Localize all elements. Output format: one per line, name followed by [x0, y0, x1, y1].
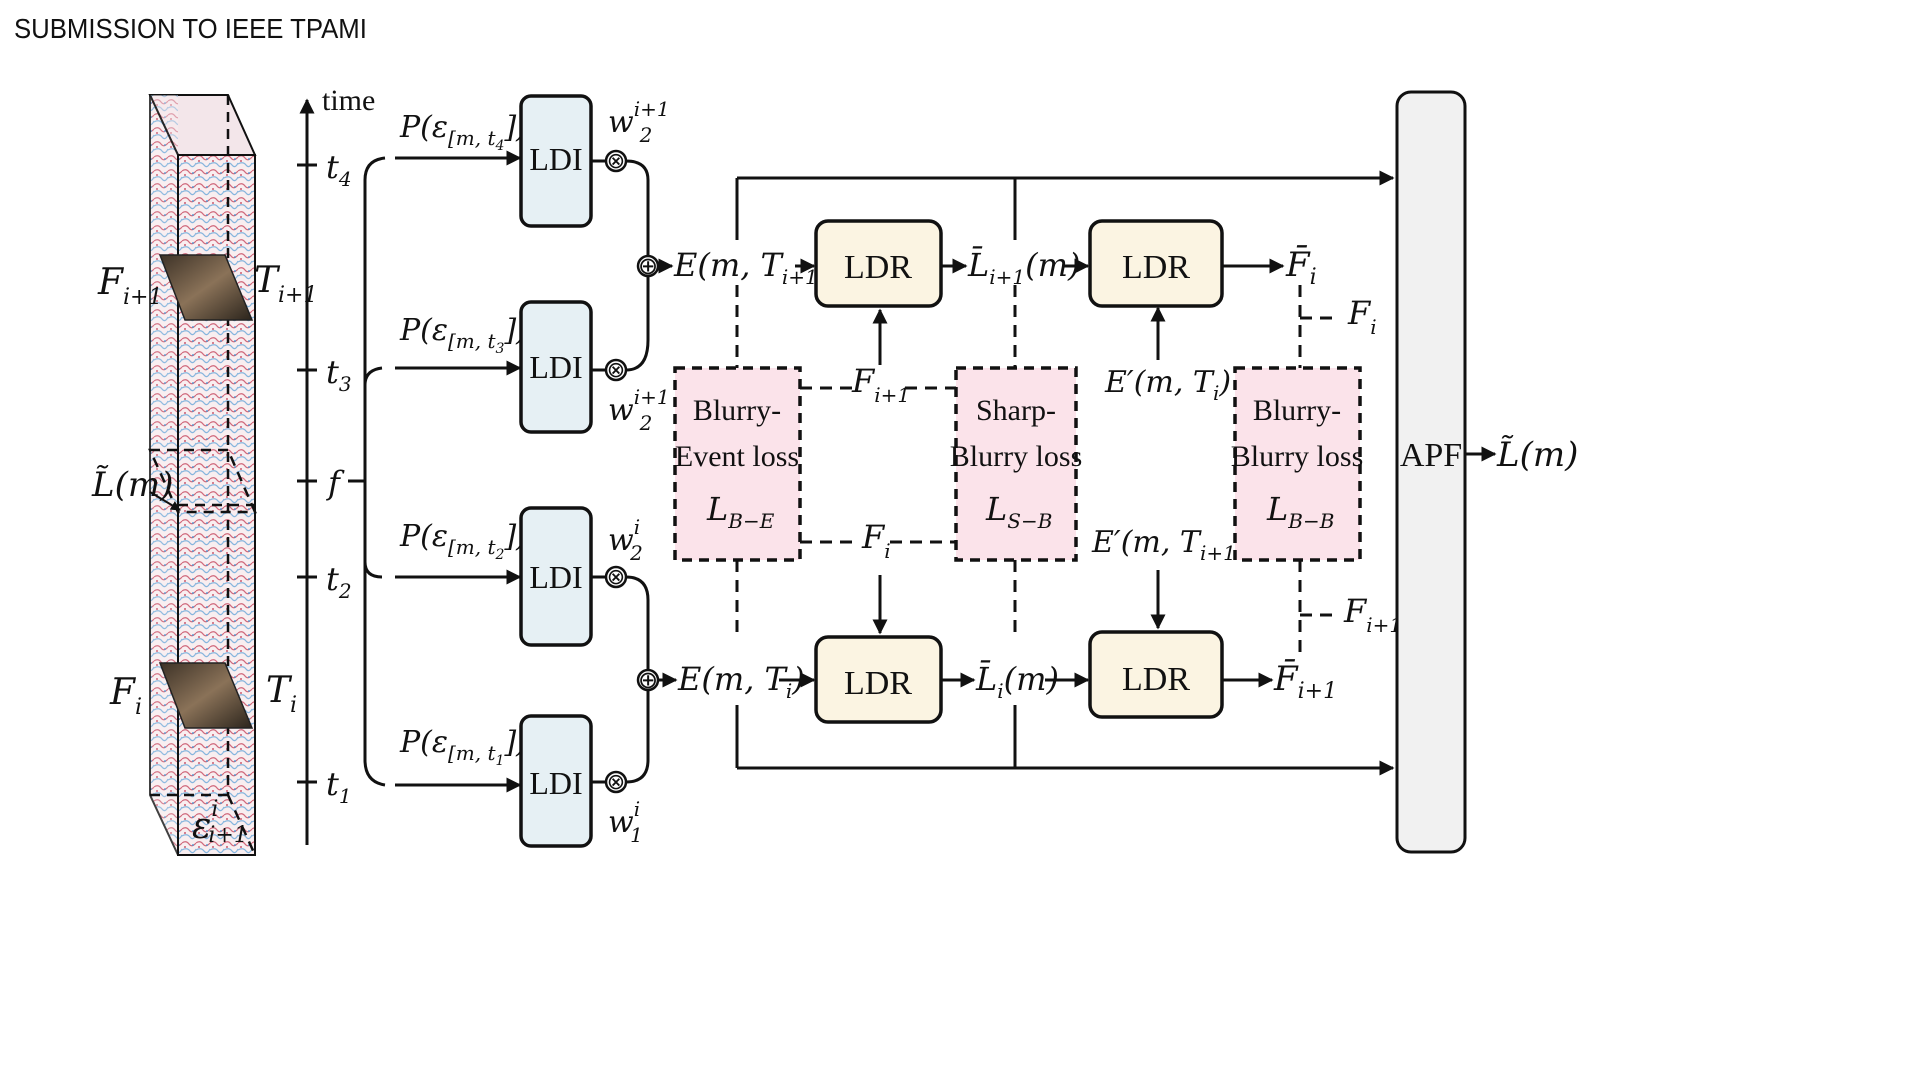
loss-3-line2: Blurry loss	[1231, 440, 1364, 473]
label-t-i-plus-1: Ti+1	[254, 260, 317, 308]
apf-output: L̃(m)	[1496, 435, 1578, 475]
tick-t2: t2	[326, 560, 352, 603]
sum-bottom: ⊕ E(m, Ti)	[625, 575, 805, 784]
e-prime-bottom: E′(m, Ti+1)	[1091, 525, 1248, 565]
loss-blurry-event: Blurry- Event loss LB−E	[673, 366, 802, 562]
ldr-block-top-1: LDR	[814, 219, 943, 308]
latent-slice	[148, 448, 257, 514]
ldr-label-bottom-1: LDR	[844, 665, 912, 702]
ldr-block-bottom-2: LDR	[1088, 630, 1224, 719]
ldi-input-1: P(ε[m, t4])	[399, 110, 528, 154]
ldi-label-3: LDI	[529, 559, 582, 595]
f-bar-top: F̄i	[1285, 244, 1317, 290]
time-bracket	[348, 150, 522, 793]
multiply-op-2: ⊗	[607, 358, 625, 383]
time-axis-label: time	[322, 84, 375, 117]
loss-3-line1: Blurry-	[1253, 394, 1341, 427]
ldi-label-4: LDI	[529, 765, 582, 801]
f-right-top: Fi	[1347, 294, 1377, 339]
add-op-bottom: ⊕	[638, 666, 658, 694]
multiply-op-3: ⊗	[607, 565, 625, 590]
loss-1-line1: Blurry-	[693, 394, 781, 427]
ldi-input-4: P(ε[m, t1])	[399, 725, 528, 769]
ldr-block-bottom-1: LDR	[814, 635, 943, 724]
ldi-label-1: LDI	[529, 141, 582, 177]
loss-sharp-blurry: Sharp- Blurry loss LS−B	[950, 366, 1083, 562]
ldi-input-3: P(ε[m, t2])	[399, 519, 528, 563]
loss-1-symbol: LB−E	[706, 490, 775, 533]
e-bottom: E(m, Ti)	[677, 660, 805, 703]
frame-f-i-plus-1	[158, 254, 254, 321]
label-f-i: Fi	[109, 672, 142, 720]
header-title: SUBMISSION TO IEEE TPAMI	[14, 13, 367, 44]
ldi-label-2: LDI	[529, 349, 582, 385]
label-t-i: Ti	[266, 670, 297, 718]
add-op-top: ⊕	[638, 252, 658, 280]
loss-2-line1: Sharp-	[976, 394, 1056, 427]
ldi-input-2: P(ε[m, t3])	[399, 313, 528, 357]
f-right-bottom: Fi+1	[1343, 592, 1402, 637]
loss-connections	[735, 285, 1340, 660]
tick-t3: t3	[326, 353, 352, 396]
time-axis: time t4 t3 f t2 t1	[297, 84, 375, 845]
f-mid-bottom: Fi	[861, 518, 891, 563]
f-bar-bottom: F̄i+1	[1273, 658, 1337, 704]
f-mid-top: Fi+1	[851, 362, 910, 407]
e-prime-top: E′(m, Ti)	[1104, 365, 1231, 405]
loss-2-line2: Blurry loss	[950, 440, 1083, 473]
loss-1-line2: Event loss	[675, 440, 799, 473]
loss-2-symbol: LS−B	[985, 490, 1052, 533]
apf-label: APF	[1400, 437, 1462, 474]
multiply-op-1: ⊗	[607, 149, 625, 174]
tick-t1: t1	[326, 765, 352, 808]
label-f-i-plus-1: Fi+1	[97, 262, 162, 310]
l-bar-top: L̄i+1(m)	[967, 246, 1080, 289]
loss-3-symbol: LB−B	[1266, 490, 1334, 533]
main-flow	[779, 258, 1285, 688]
ldr-label-bottom-2: LDR	[1122, 661, 1190, 698]
loss-blurry-blurry: Blurry- Blurry loss LB−B	[1231, 366, 1364, 562]
apf-block: APF L̃(m)	[1395, 90, 1578, 854]
tick-f: f	[326, 464, 345, 502]
l-bar-bottom: L̄i(m)	[975, 660, 1059, 703]
frame-f-i	[158, 662, 254, 729]
multiply-op-4: ⊗	[607, 770, 625, 795]
ldr-label-top-1: LDR	[844, 249, 912, 286]
bypass-lines	[735, 170, 1395, 776]
ldr-block-top-2: LDR	[1088, 219, 1224, 308]
tick-t4: t4	[326, 148, 352, 191]
ldr-label-top-2: LDR	[1122, 249, 1190, 286]
